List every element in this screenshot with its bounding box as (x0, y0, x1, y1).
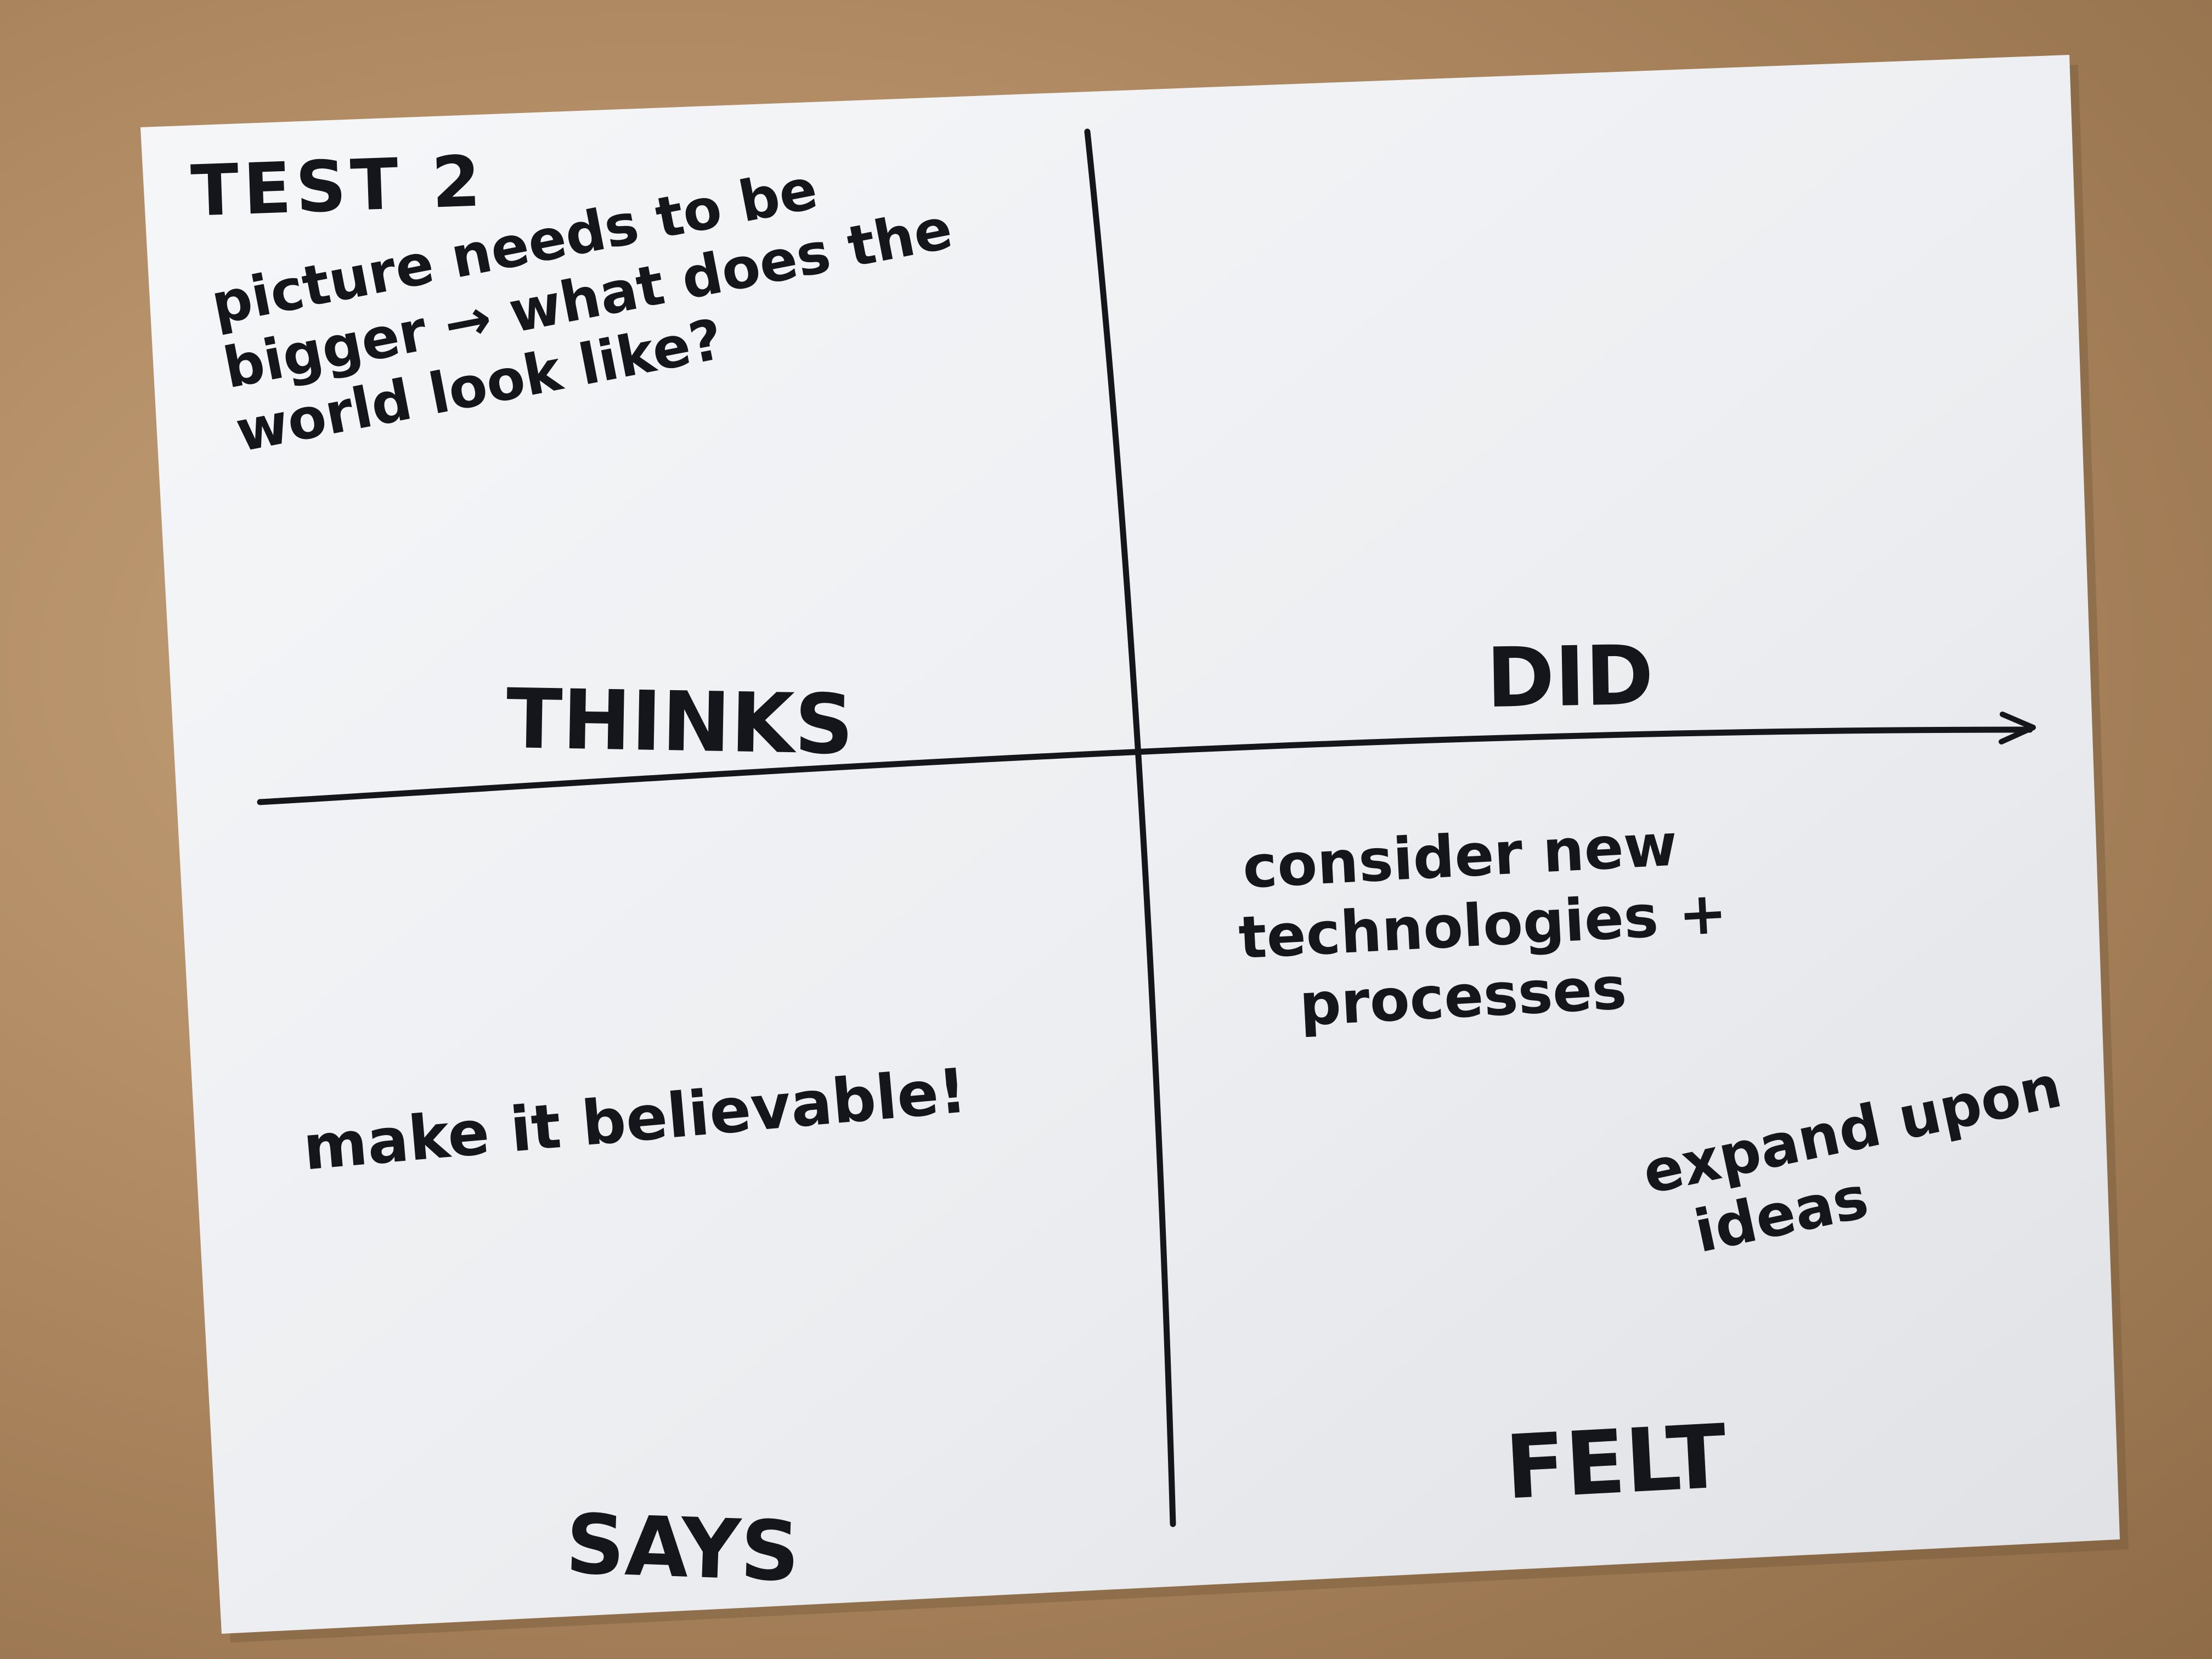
paper-sheet (140, 55, 2120, 1634)
thinks-label: THINKS (505, 672, 855, 774)
arrow-head-icon (1999, 712, 2036, 744)
did-note: consider new technologies + processes (1237, 808, 1733, 1043)
felt-label: FELT (1503, 1404, 1729, 1519)
says-label: SAYS (564, 1497, 802, 1600)
sheet-title: TEST 2 (189, 140, 487, 233)
did-label: DID (1485, 628, 1655, 726)
horizontal-axis-line (257, 726, 2033, 805)
vertical-axis-line (1084, 128, 1176, 1527)
